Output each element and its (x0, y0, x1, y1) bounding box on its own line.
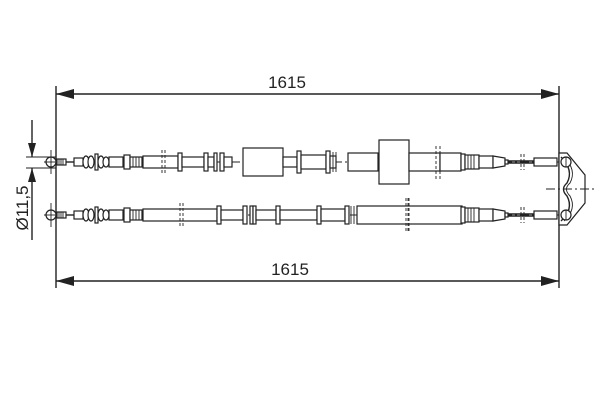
upper-damper-block (378, 139, 410, 185)
yoke-bracket-icon (546, 152, 596, 226)
upper-cable (44, 139, 560, 185)
bottom-dimension: 1615 (56, 260, 559, 286)
top-dimension: 1615 (56, 73, 559, 99)
top-dimension-label: 1615 (268, 73, 306, 92)
upper-boot (82, 153, 110, 171)
bottom-dimension-label: 1615 (271, 260, 309, 279)
upper-end-eye-icon (45, 150, 57, 174)
diameter-label: Ø11,5 (13, 185, 32, 230)
lower-cable (44, 198, 560, 232)
lower-boot (82, 206, 110, 224)
lower-end-eye-icon (45, 203, 57, 227)
diameter-dimension: Ø11,5 (13, 120, 56, 240)
